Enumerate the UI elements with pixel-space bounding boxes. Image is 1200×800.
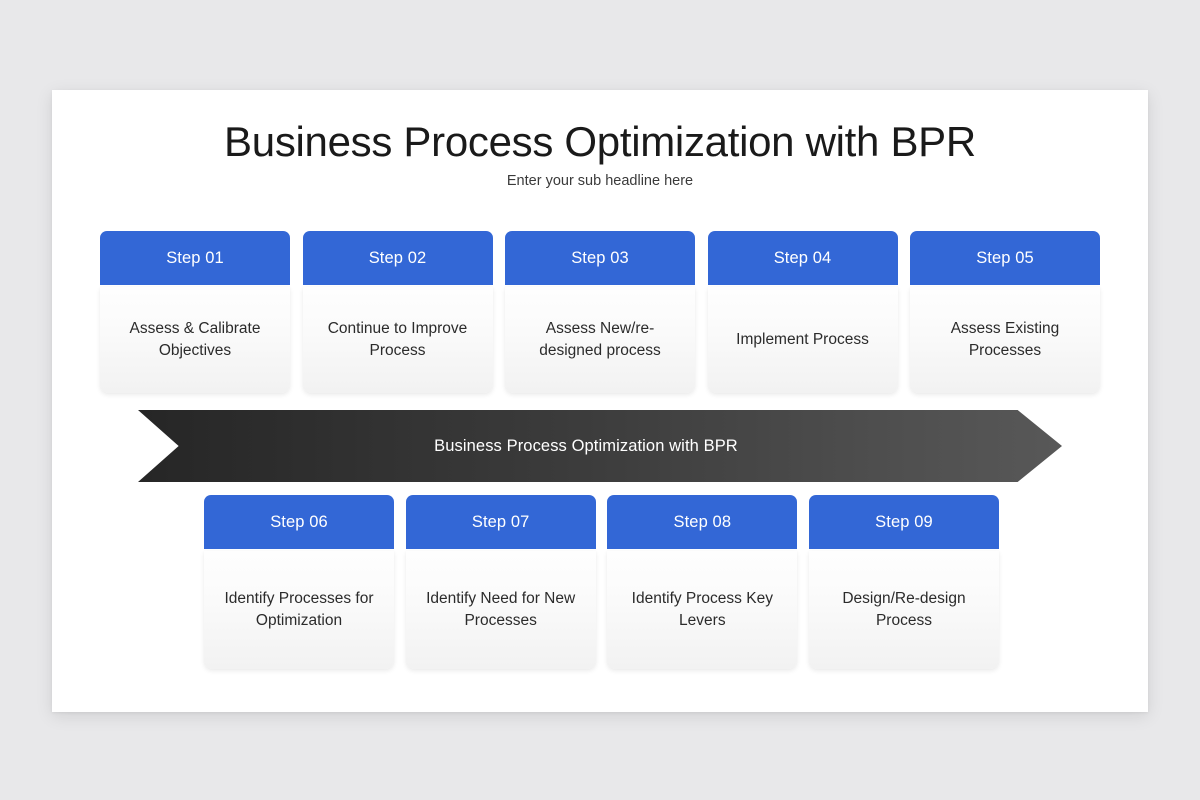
step-card-05-body: Assess Existing Processes [910,287,1100,393]
step-card-03-body: Assess New/re-designed process [505,287,695,393]
step-card-09-body: Design/Re-design Process [808,551,999,669]
step-card-05-header: Step 05 [910,231,1100,285]
page-title: Business Process Optimization with BPR [224,118,976,165]
step-card-06-body: Identify Processes for Optimization [204,551,394,669]
step-card-07-body: Identify Need for New Processes [405,551,596,669]
step-card-03[interactable]: Step 03 Assess New/re-designed process [505,231,695,393]
step-card-06[interactable]: Step 06 Identify Processes for Optimizat… [204,495,394,669]
step-card-01-header: Step 01 [100,231,290,285]
step-card-02-header: Step 02 [302,231,493,285]
step-card-01-body: Assess & Calibrate Objectives [100,287,290,393]
step-card-06-header: Step 06 [204,495,394,549]
step-card-05[interactable]: Step 05 Assess Existing Processes [910,231,1100,393]
step-card-08-body: Identify Process Key Levers [607,551,798,669]
step-card-02-body: Continue to Improve Process [302,287,493,393]
step-card-09[interactable]: Step 09 Design/Re-design Process [808,495,999,669]
step-card-09-header: Step 09 [808,495,999,549]
step-card-08[interactable]: Step 08 Identify Process Key Levers [607,495,798,669]
step-card-04[interactable]: Step 04 Implement Process [707,231,898,393]
step-card-08-header: Step 08 [607,495,798,549]
step-card-07-header: Step 07 [405,495,596,549]
steps-row-bottom: Step 06 Identify Processes for Optimizat… [204,495,999,669]
step-card-01[interactable]: Step 01 Assess & Calibrate Objectives [100,231,290,393]
page-subtitle: Enter your sub headline here [506,173,694,189]
process-banner: Business Process Optimization with BPR [138,410,1062,482]
step-card-02[interactable]: Step 02 Continue to Improve Process [302,231,493,393]
step-card-03-header: Step 03 [505,231,695,285]
step-card-04-body: Implement Process [707,287,898,393]
process-banner-label: Business Process Optimization with BPR [434,436,738,455]
slide-canvas: Business Process Optimization with BPR E… [52,90,1148,712]
step-card-07[interactable]: Step 07 Identify Need for New Processes [405,495,596,669]
step-card-04-header: Step 04 [707,231,898,285]
steps-row-top: Step 01 Assess & Calibrate Objectives St… [100,231,1100,393]
